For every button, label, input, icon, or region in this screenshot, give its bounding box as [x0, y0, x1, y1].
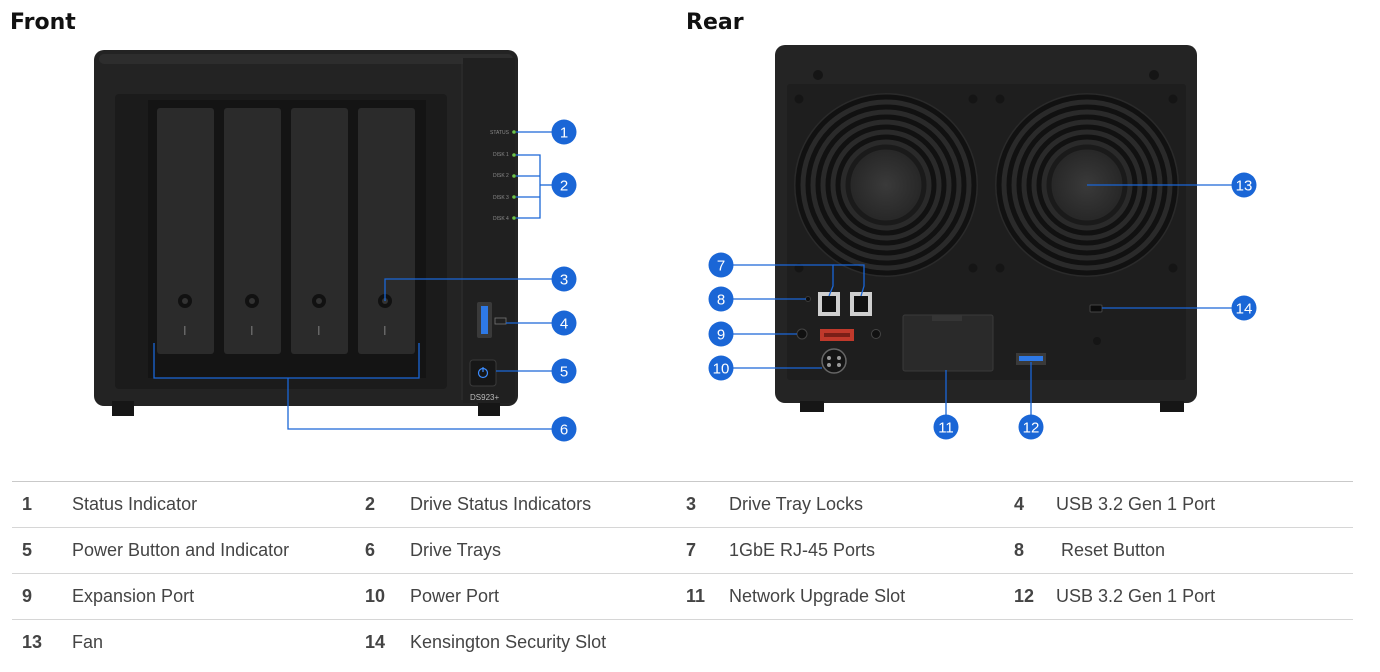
legend-number: 3 [686, 482, 729, 528]
legend-number: 11 [686, 574, 729, 620]
callout-12: 12 [1019, 415, 1044, 440]
callout-3: 3 [552, 267, 577, 292]
svg-text:3: 3 [560, 272, 568, 289]
legend-number: 14 [365, 620, 410, 666]
led-label-disk1: DISK 1 [493, 152, 509, 158]
legend-number: 5 [12, 528, 72, 574]
drive-tray-4[interactable] [358, 108, 415, 354]
legend-number: 4 [1014, 482, 1056, 528]
svg-text:1: 1 [560, 125, 568, 142]
svg-text:10: 10 [713, 361, 730, 378]
callout-9: 9 [709, 322, 734, 347]
legend-number: 12 [1014, 574, 1056, 620]
callout-7: 7 [709, 253, 734, 278]
svg-text:5: 5 [560, 364, 568, 381]
legend-label: Kensington Security Slot [410, 620, 686, 666]
legend-number [686, 620, 729, 666]
kensington-slot[interactable] [1090, 305, 1102, 312]
callout-8: 8 [709, 287, 734, 312]
callout-5: 5 [552, 359, 577, 384]
legend-label: Fan [72, 620, 365, 666]
legend-number: 7 [686, 528, 729, 574]
legend-label: 1GbE RJ-45 Ports [729, 528, 1014, 574]
led-label-disk3: DISK 3 [493, 195, 509, 201]
svg-text:4: 4 [560, 316, 568, 333]
legend-label: Reset Button [1056, 528, 1353, 574]
svg-text:7: 7 [717, 258, 725, 275]
legend-number: 2 [365, 482, 410, 528]
callout-14: 14 [1232, 296, 1257, 321]
legend-label: USB 3.2 Gen 1 Port [1056, 482, 1353, 528]
callout-4: 4 [552, 311, 577, 336]
legend-label: Power Button and Indicator [72, 528, 365, 574]
device-diagram: STATUS DISK 1 DISK 2 DISK 3 DISK 4 DS923… [0, 0, 1380, 470]
model-label: DS923+ [470, 393, 499, 402]
callout-1: 1 [552, 120, 577, 145]
led-label-disk4: DISK 4 [493, 216, 509, 222]
svg-text:6: 6 [560, 422, 568, 439]
svg-text:11: 11 [938, 420, 954, 437]
legend-label: USB 3.2 Gen 1 Port [1056, 574, 1353, 620]
legend-label: Drive Status Indicators [410, 482, 686, 528]
svg-text:8: 8 [717, 292, 725, 309]
legend-label [1056, 620, 1353, 666]
legend-label: Status Indicator [72, 482, 365, 528]
svg-text:9: 9 [717, 327, 725, 344]
legend-number: 6 [365, 528, 410, 574]
svg-text:12: 12 [1023, 420, 1040, 437]
expansion-jack [797, 329, 807, 339]
svg-text:14: 14 [1236, 301, 1253, 318]
expansion-port[interactable] [820, 329, 854, 341]
network-upgrade-slot[interactable] [903, 315, 993, 371]
drive-tray-3[interactable] [291, 108, 348, 354]
svg-text:2: 2 [560, 178, 568, 195]
legend-label: Drive Tray Locks [729, 482, 1014, 528]
legend-label: Power Port [410, 574, 686, 620]
legend-number: 1 [12, 482, 72, 528]
legend-row: 1 Status Indicator 2 Drive Status Indica… [12, 482, 1353, 528]
legend-number: 10 [365, 574, 410, 620]
legend-label: Expansion Port [72, 574, 365, 620]
fan-left [794, 93, 978, 277]
callout-10: 10 [709, 356, 734, 381]
callout-6: 6 [552, 417, 577, 442]
legend-label [729, 620, 1014, 666]
rear-unit [775, 45, 1197, 412]
legend-number [1014, 620, 1056, 666]
callout-11: 11 [934, 415, 959, 440]
reset-button[interactable] [806, 297, 811, 302]
callout-2: 2 [552, 173, 577, 198]
legend-label: Drive Trays [410, 528, 686, 574]
legend-number: 13 [12, 620, 72, 666]
led-label-disk2: DISK 2 [493, 173, 509, 179]
legend-row: 9 Expansion Port 10 Power Port 11 Networ… [12, 574, 1353, 620]
drive-tray-1[interactable] [157, 108, 214, 354]
component-legend-table: 1 Status Indicator 2 Drive Status Indica… [12, 481, 1353, 665]
legend-number: 8 [1014, 528, 1056, 574]
legend-row: 13 Fan 14 Kensington Security Slot [12, 620, 1353, 666]
led-label-status: STATUS [490, 130, 510, 136]
front-unit: STATUS DISK 1 DISK 2 DISK 3 DISK 4 DS923… [94, 50, 518, 416]
legend-label: Network Upgrade Slot [729, 574, 1014, 620]
legend-number: 9 [12, 574, 72, 620]
power-button[interactable] [470, 360, 496, 386]
legend-row: 5 Power Button and Indicator 6 Drive Tra… [12, 528, 1353, 574]
callout-13: 13 [1232, 173, 1257, 198]
svg-text:13: 13 [1236, 178, 1253, 195]
power-port[interactable] [822, 349, 846, 373]
drive-tray-2[interactable] [224, 108, 281, 354]
